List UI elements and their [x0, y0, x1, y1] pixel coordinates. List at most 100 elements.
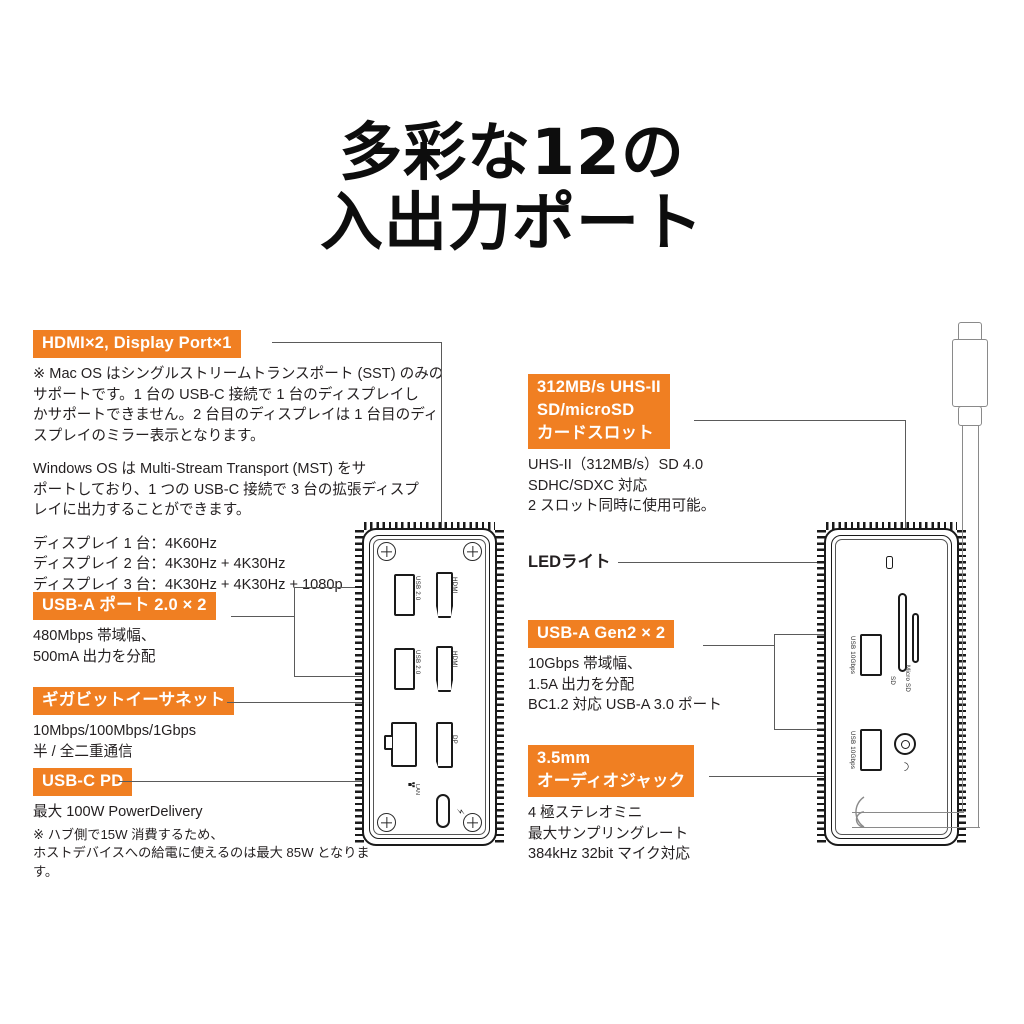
- callout-led-light: LEDライト: [528, 549, 748, 577]
- callout-led-light-tag: LEDライト: [528, 553, 611, 571]
- port-hdmi-bottom: [436, 646, 453, 692]
- callout-audio-jack: 3.5mm オーディオジャック 4 極ステレオミニ 最大サンプリングレート 38…: [528, 745, 828, 865]
- device-right-fins-right: [957, 530, 966, 844]
- callout-usb-c-pd: USB-C PD 最大 100W PowerDelivery ※ ハブ側で15W…: [33, 768, 373, 881]
- callout-card-slot-tag-line-1: 312MB/s UHS-II: [537, 378, 661, 396]
- callout-card-slot-body: UHS-II（312MB/s）SD 4.0 SDHC/SDXC 対応 2 スロッ…: [528, 457, 716, 514]
- callout-audio-jack-tag-line-2: オーディオジャック: [537, 772, 686, 790]
- leader-gen2-stem: [703, 645, 775, 647]
- device-left-screw-bottom-left: [377, 813, 396, 832]
- device-left-fins-left: [355, 530, 364, 844]
- callout-usb-c-pd-body: 最大 100W PowerDelivery: [33, 804, 203, 820]
- leader-hdmi-vertical: [441, 342, 443, 562]
- port-label-hdmi-top: HDMI: [451, 577, 458, 594]
- usb-c-plug-tip: [958, 322, 982, 340]
- lan-icon: [408, 782, 415, 788]
- port-label-micro-sd: Micro SD: [904, 665, 911, 693]
- leader-ethernet-horizontal: [227, 702, 417, 704]
- slot-sd-card: [898, 593, 907, 672]
- leader-hdmi-horizontal: [272, 342, 442, 344]
- leader-gen2-bracket: [774, 634, 776, 730]
- callout-card-slot-tag-line-2: SD/microSD: [537, 401, 635, 419]
- port-label-usb-10gbps-bottom: USB 10Gbps: [849, 731, 856, 770]
- callout-usb-c-pd-note: ※ ハブ側で15W 消費するため、 ホストデバイスへの給電に使えるのは最大 85…: [33, 826, 370, 879]
- usb-c-cable-bottom-lower: [852, 827, 980, 829]
- port-audio-jack-inner: [900, 739, 910, 749]
- port-rj45-ethernet: [391, 722, 417, 767]
- callout-card-slot-tag: 312MB/s UHS-II SD/microSD カードスロット: [528, 374, 670, 449]
- device-left-body: USB 2.0 USB 2.0 HDMI HDMI DP LAN ⚡: [355, 522, 504, 846]
- port-displayport: [436, 722, 453, 768]
- port-usb-c-pd: [436, 794, 450, 828]
- callout-usb-a-20-body: 480Mbps 帯域幅、 500mA 出力を分配: [33, 628, 156, 665]
- port-usb-a-20-bottom: [394, 648, 415, 690]
- callout-usb-c-pd-tag: USB-C PD: [33, 768, 133, 796]
- port-usb-10gbps-top: [860, 634, 882, 676]
- leader-card-slot-vertical: [905, 420, 907, 570]
- page-title-line-1: 多彩な12の: [339, 116, 685, 189]
- leader-usb-a-20-bottom-branch: [294, 676, 414, 678]
- leader-card-slot-horizontal: [694, 420, 906, 422]
- device-right-body: USB 10Gbps USB 10Gbps SD Micro SD ◠: [817, 522, 966, 846]
- port-rj45-notch: [384, 735, 392, 750]
- callout-audio-jack-tag: 3.5mm オーディオジャック: [528, 745, 695, 797]
- leader-usb-a-20-stem: [231, 616, 295, 618]
- headphone-icon: ◠: [898, 761, 911, 772]
- callout-gigabit-ethernet-tag: ギガビットイーサネット: [33, 687, 235, 715]
- callout-usb-a-gen2-body: 10Gbps 帯域幅、 1.5A 出力を分配 BC1.2 対応 USB-A 3.…: [528, 656, 722, 713]
- port-audio-jack: [894, 733, 916, 755]
- slot-micro-sd-card: [912, 613, 919, 663]
- device-right-fins-left: [817, 530, 826, 844]
- port-usb-a-20-top: [394, 574, 415, 616]
- port-label-usb-10gbps-top: USB 10Gbps: [849, 636, 856, 675]
- port-label-usb-20-bottom: USB 2.0: [414, 650, 421, 675]
- usb-c-cable-right-edge: [962, 425, 964, 813]
- callout-hdmi-displayport-tag: HDMI×2, Display Port×1: [33, 330, 241, 358]
- usb-c-cable-bend: [855, 796, 865, 828]
- callout-usb-a-gen2-tag: USB-A Gen2 × 2: [528, 620, 675, 648]
- usb-c-cable-bottom-upper: [852, 812, 964, 814]
- port-label-hdmi-bottom: HDMI: [451, 651, 458, 668]
- device-right-inner-outline: [831, 535, 952, 839]
- callout-usb-a-gen2: USB-A Gen2 × 2 10Gbps 帯域幅、 1.5A 出力を分配 BC…: [528, 620, 828, 716]
- callout-card-slot-tag-line-3: カードスロット: [537, 424, 654, 442]
- callout-hdmi-displayport-specs: ディスプレイ 1 台：4K60Hz ディスプレイ 2 台：4K30Hz + 4K…: [33, 535, 343, 593]
- page-title-line-2: 入出力ポート: [320, 186, 704, 259]
- callout-card-slot: 312MB/s UHS-II SD/microSD カードスロット UHS-II…: [528, 374, 828, 517]
- device-left-fins-top: [364, 522, 495, 530]
- callout-audio-jack-tag-line-1: 3.5mm: [537, 749, 591, 767]
- device-left-screw-top-right: [463, 542, 482, 561]
- power-bolt-icon: ⚡: [454, 807, 466, 816]
- callout-usb-a-20: USB-A ポート 2.0 × 2 480Mbps 帯域幅、 500mA 出力を…: [33, 592, 333, 667]
- usb-c-plug-body: [952, 339, 988, 407]
- callout-gigabit-ethernet-body: 10Mbps/100Mbps/1Gbps 半 / 全二重通信: [33, 723, 197, 760]
- device-left-inner-outline: [369, 535, 490, 839]
- device-right-fins-top: [826, 522, 957, 530]
- led-indicator: [886, 556, 893, 569]
- callout-hdmi-displayport-para2: Windows OS は Multi-Stream Transport (MST…: [33, 461, 419, 518]
- callout-gigabit-ethernet: ギガビットイーサネット 10Mbps/100Mbps/1Gbps 半 / 全二重…: [33, 687, 333, 762]
- device-left-screw-top-left: [377, 542, 396, 561]
- page-title: 多彩な12の 入出力ポート: [0, 118, 1024, 258]
- device-left-fins-right: [495, 530, 504, 844]
- usb-c-strain-relief: [958, 406, 982, 426]
- device-left-screw-bottom-right: [463, 813, 482, 832]
- device-left-inner-outline-2: [373, 539, 486, 835]
- port-label-usb-20-top: USB 2.0: [414, 576, 421, 601]
- port-label-lan: LAN: [414, 784, 420, 796]
- leader-usb-c-pd-horizontal: [118, 781, 438, 783]
- leader-usb-a-20-top-branch: [294, 587, 414, 589]
- port-label-dp: DP: [451, 735, 458, 744]
- device-right-inner-outline-2: [835, 539, 948, 835]
- port-label-sd: SD: [889, 676, 896, 685]
- callout-hdmi-displayport: HDMI×2, Display Port×1 ※ Mac OS はシングルストリ…: [33, 330, 453, 595]
- leader-led-horizontal: [618, 562, 883, 564]
- leader-audio-horizontal: [709, 776, 896, 778]
- port-hdmi-top: [436, 572, 453, 618]
- leader-usb-a-20-bracket: [294, 587, 296, 677]
- callout-hdmi-displayport-para1: ※ Mac OS はシングルストリームトランスポート (SST) のみの サポー…: [33, 366, 444, 444]
- callout-audio-jack-body: 4 極ステレオミニ 最大サンプリングレート 384kHz 32bit マイク対応: [528, 805, 690, 862]
- port-usb-10gbps-bottom: [860, 729, 882, 771]
- callout-usb-a-20-tag: USB-A ポート 2.0 × 2: [33, 592, 216, 620]
